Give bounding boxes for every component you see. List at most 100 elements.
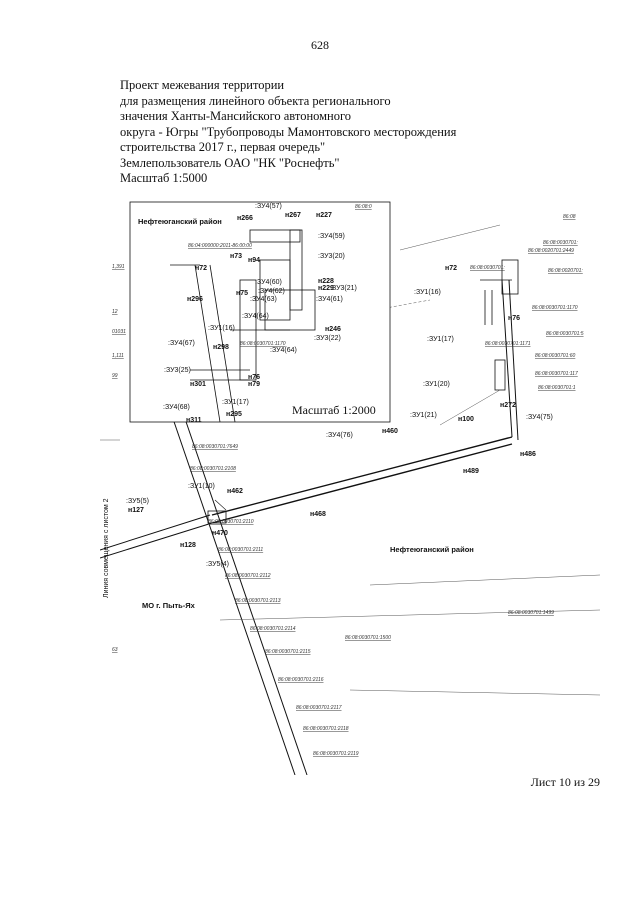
cadastral-boundaries xyxy=(100,224,600,696)
cadastral-label: 86:08:0030701:2118 xyxy=(303,726,349,732)
point-label: н100 xyxy=(458,416,474,423)
parcel-label: :ЗУ4(63) xyxy=(250,296,277,303)
cadastral-label: 86:08:0030701:2112 xyxy=(225,573,271,579)
parcel-label: :ЗУ1(20) xyxy=(423,381,450,388)
point-label: н72 xyxy=(445,265,457,272)
point-label: н94 xyxy=(248,257,260,264)
point-label: н229 xyxy=(318,285,334,292)
parcel-label: :ЗУ4(64) xyxy=(270,347,297,354)
parcel-label: :ЗУ1(21) xyxy=(410,412,437,419)
cadastral-label: 86:08:0030701:7649 xyxy=(192,444,238,450)
parcel-label: :ЗУ1(16) xyxy=(208,325,235,332)
edge-number: 1,391 xyxy=(112,264,125,270)
parcel-label: :ЗУ3(25) xyxy=(164,367,191,374)
district-inset-label: Нефтеюганский район xyxy=(138,217,222,226)
point-label: н266 xyxy=(237,215,253,222)
edge-number: 12 xyxy=(112,309,118,315)
match-line-label: Линия совмещения с листом 2 xyxy=(103,498,110,598)
cadastral-label: 86:08:0030701:1171 xyxy=(485,341,531,347)
parcel-label: :ЗУ1(10) xyxy=(188,483,215,490)
pipeline-west xyxy=(100,514,213,559)
point-label: н311 xyxy=(186,417,202,424)
point-label: н468 xyxy=(310,511,326,518)
title-line: для размещения линейного объекта региона… xyxy=(120,93,391,108)
point-label: н127 xyxy=(128,507,144,514)
cadastral-label: 86:08:0030701:2116 xyxy=(278,677,324,683)
point-label: н76 xyxy=(508,315,520,322)
point-label: н462 xyxy=(227,488,243,495)
cadastral-label: 86:08:0030701:1170 xyxy=(240,341,286,347)
point-label: н296 xyxy=(187,296,203,303)
point-label: н460 xyxy=(382,428,398,435)
cadastral-label: 86:08:0030701:1499 xyxy=(508,610,554,616)
cadastral-label: 86:08:0030701:1170 xyxy=(532,305,578,311)
title-line: строительства 2017 г., первая очередь" xyxy=(120,140,326,154)
parcel-label: :ЗУ4(59) xyxy=(318,233,345,240)
parcel-label: :ЗУ3(20) xyxy=(318,253,345,260)
edge-number: 63 xyxy=(112,647,118,653)
cadastral-label: 86:08:0030701:2108 xyxy=(190,466,236,472)
point-label: н298 xyxy=(213,344,229,351)
title-line: округа - Югры "Трубопроводы Мамонтовског… xyxy=(120,124,457,139)
cadastral-label: 86:08:0020701: xyxy=(548,268,583,274)
cadastral-label: 86:08:0030701: xyxy=(470,265,505,271)
page-number: 628 xyxy=(311,38,329,52)
point-label: н246 xyxy=(325,326,341,333)
cadastral-label: 86:08:0030701:117 xyxy=(535,371,578,377)
cadastral-label: 86:08:0030701:1500 xyxy=(345,635,391,641)
point-label: н486 xyxy=(520,451,536,458)
point-label: н76 xyxy=(248,374,260,381)
cadastral-label: 86:08 xyxy=(563,214,576,220)
point-label: н267 xyxy=(285,212,301,219)
scale-line: Масштаб 1:5000 xyxy=(120,171,208,185)
cadastral-label: 86:08:0030701:2117 xyxy=(296,705,342,711)
point-label: н470 xyxy=(212,530,228,537)
parcel-label: :ЗУ4(67) xyxy=(168,340,195,347)
point-label: н72 xyxy=(195,265,207,272)
cadastral-map[interactable]: Нефтеюганский район Масштаб 1:2000 86:08… xyxy=(100,190,600,775)
title-line: Проект межевания территории xyxy=(120,78,285,92)
parcel-label: :ЗУ1(17) xyxy=(427,336,454,343)
document-header: Проект межевания территории для размещен… xyxy=(120,78,456,187)
parcel-label: :ЗУ3(22) xyxy=(314,335,341,342)
parcel-label: :ЗУ4(60) xyxy=(255,279,282,286)
edge-number: 1,111 xyxy=(112,353,124,359)
cadastral-label: 86:08:0030701:2110 xyxy=(208,519,254,525)
cadastral-label: 86:08:0 xyxy=(355,204,372,210)
parcel-label: :ЗУ5(5) xyxy=(126,498,149,505)
cadastral-label: 86:04:000000:2011-86:00:00 xyxy=(188,243,252,249)
point-label: н75 xyxy=(236,290,248,297)
main-corridor xyxy=(169,409,308,775)
parcel-label: :ЗУ4(57) xyxy=(255,203,282,210)
parcel-label: :ЗУ4(64) xyxy=(242,313,269,320)
inset-scale-label: Масштаб 1:2000 xyxy=(292,403,376,417)
parcel-label: :ЗУ3(21) xyxy=(330,285,357,292)
cadastral-label: 86:08:0030701:60 xyxy=(535,353,576,359)
land-user-line: Землепользователь ОАО "НК "Роснефть" xyxy=(120,155,340,170)
point-label: н228 xyxy=(318,278,334,285)
pipeline-east xyxy=(211,259,519,524)
inset-map[interactable]: Нефтеюганский район Масштаб 1:2000 86:08… xyxy=(129,201,391,424)
parcel-label: :ЗУ4(62) xyxy=(258,288,285,295)
parcel-label: :ЗУ4(75) xyxy=(526,414,553,421)
point-label: н73 xyxy=(230,253,242,260)
parcel-label: :ЗУ4(76) xyxy=(326,432,353,439)
map-canvas[interactable]: Нефтеюганский район Масштаб 1:2000 86:08… xyxy=(100,190,600,775)
junction-box xyxy=(207,510,227,524)
cadastral-label: 86:08:0030701:2114 xyxy=(250,626,296,632)
point-label: н295 xyxy=(226,411,242,418)
edge-number: 99 xyxy=(112,373,118,379)
cadastral-label: 86:08:0030701:5 xyxy=(546,331,584,337)
point-label: н79 xyxy=(248,381,260,388)
cadastral-label: 86:08:0030701:2119 xyxy=(313,751,359,757)
point-label: н128 xyxy=(180,542,196,549)
sheet-number: Лист 10 из 29 xyxy=(530,775,600,789)
cadastral-label: 86:08:0030701:1 xyxy=(538,385,576,391)
district-main-label: Нефтеюганский район xyxy=(390,545,474,554)
cadastral-label: 86:08:0030701:2113 xyxy=(235,598,281,604)
cadastral-label: 86:08:0030701:2111 xyxy=(218,547,263,553)
parcel-label: :ЗУ1(16) xyxy=(414,289,441,296)
point-label: н227 xyxy=(316,212,332,219)
parcel-label: :ЗУ4(61) xyxy=(316,296,343,303)
edge-number: 01031 xyxy=(112,329,126,335)
